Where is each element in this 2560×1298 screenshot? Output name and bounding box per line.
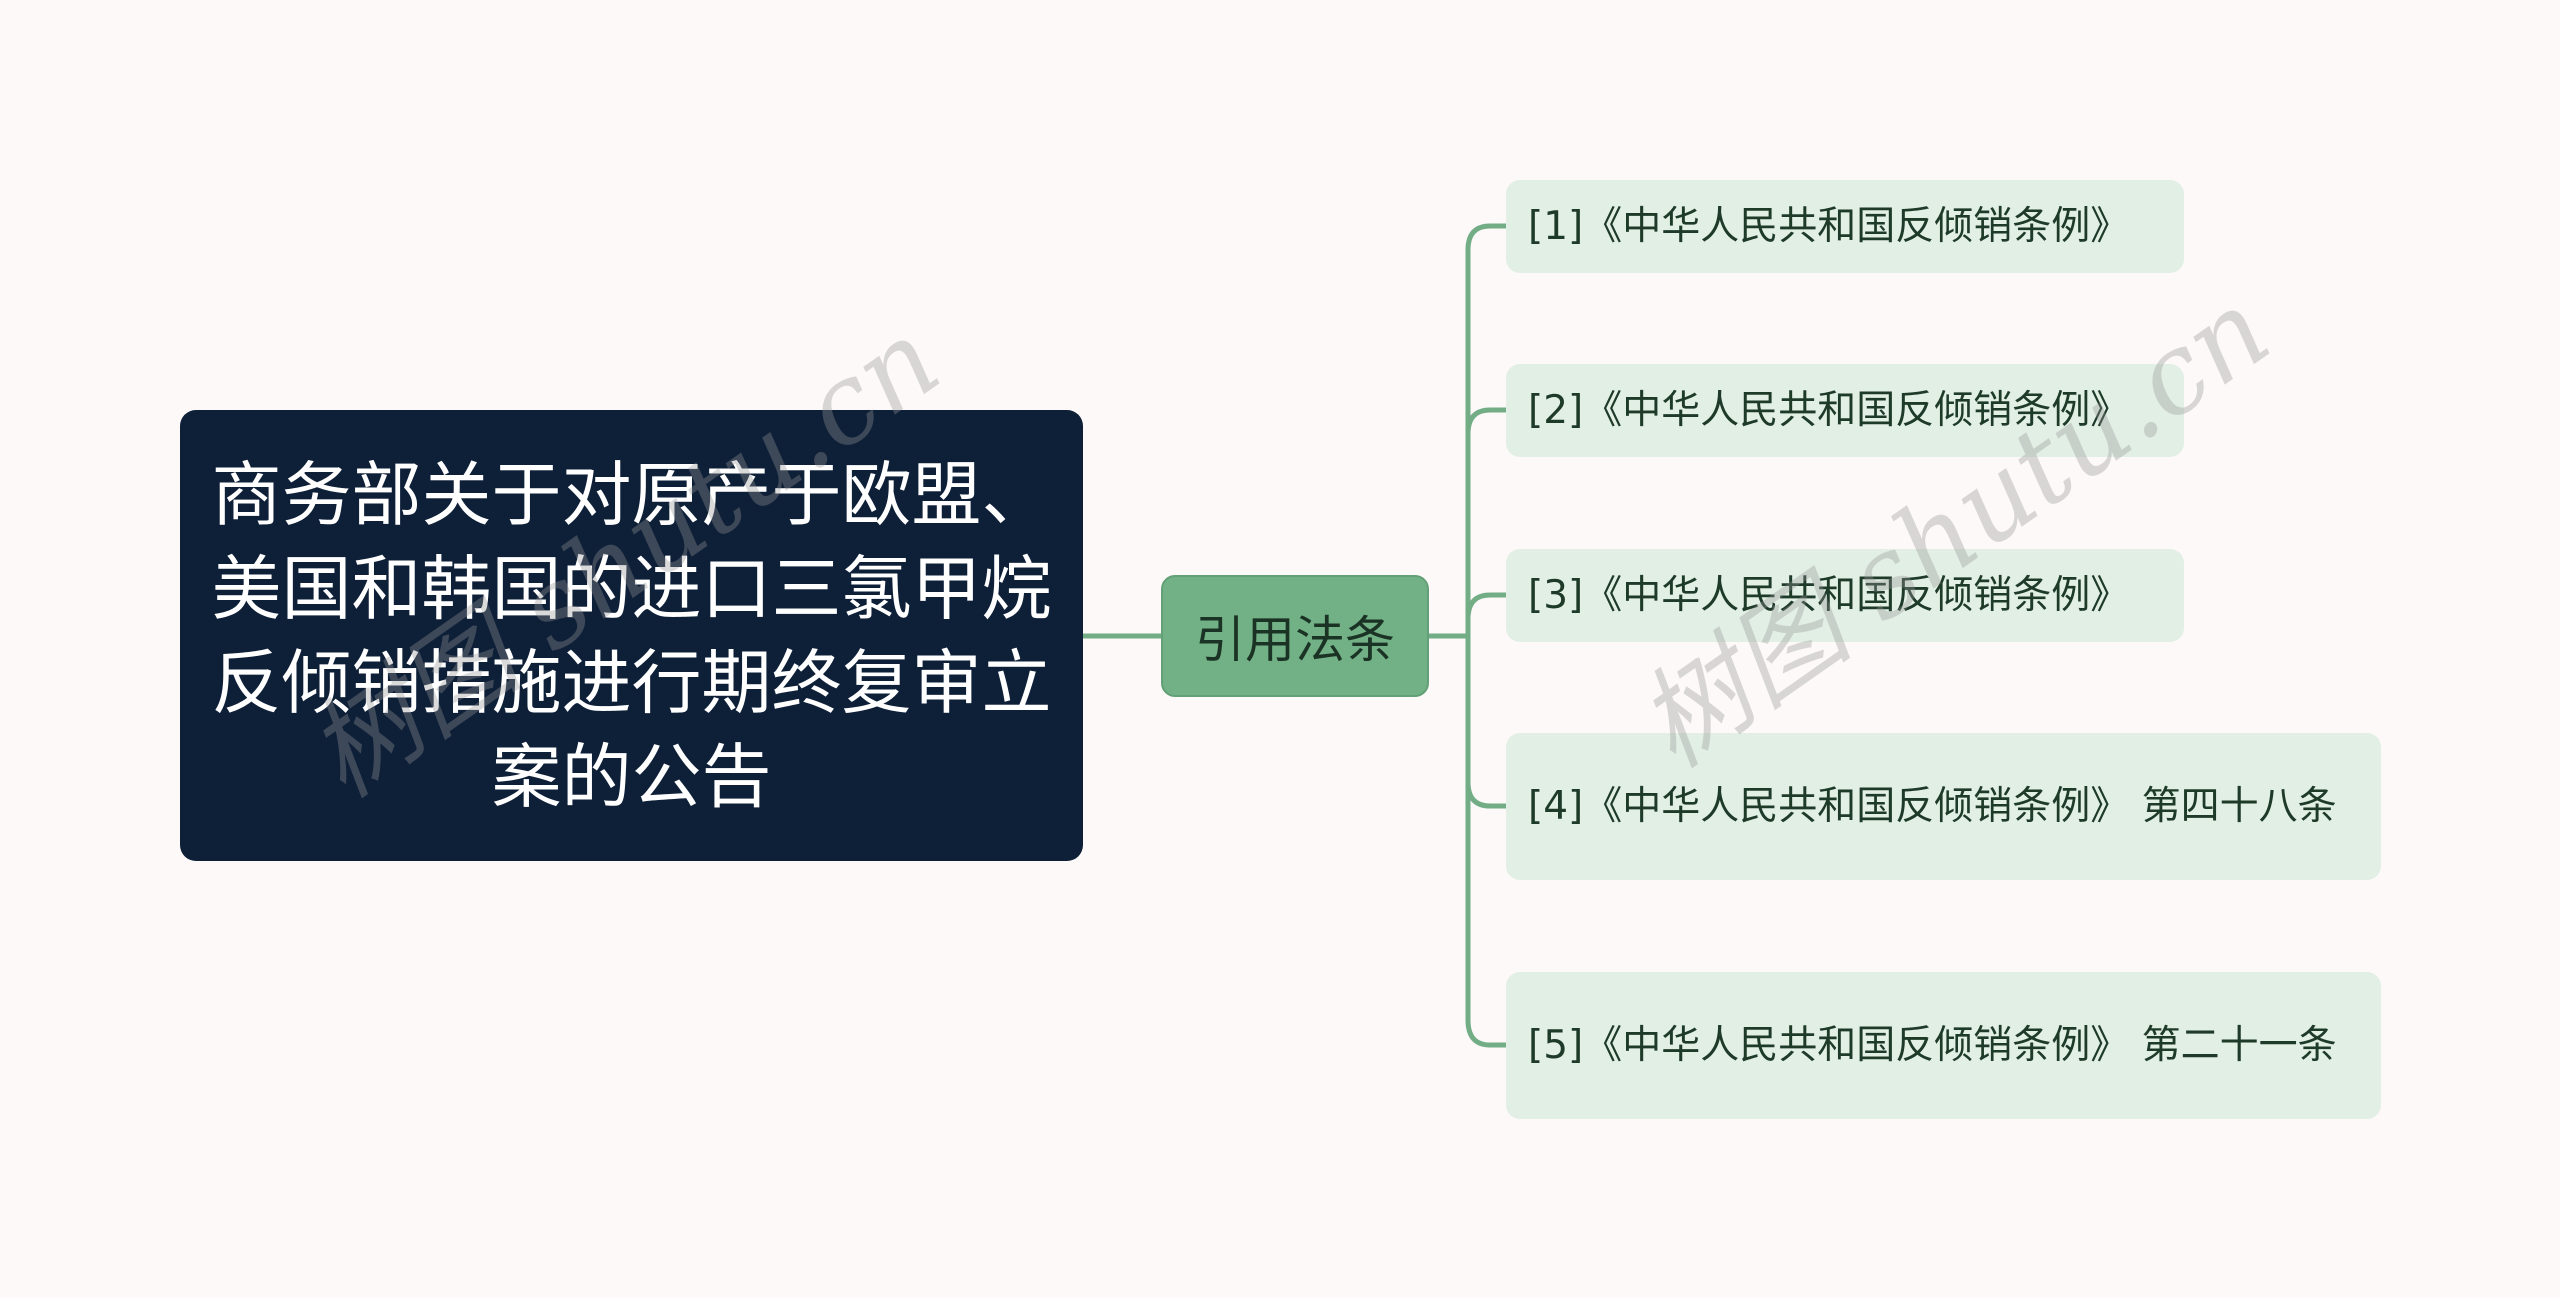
leaf-topic-5[interactable]: [5]《中华人民共和国反倾销条例》 第二十一条 xyxy=(1506,972,2381,1119)
leaf-text: [2]《中华人民共和国反倾销条例》 xyxy=(1528,387,2130,433)
trunk-line xyxy=(1465,223,1506,1048)
leaf-4-line xyxy=(1465,781,1506,809)
leaf-topic-2[interactable]: [2]《中华人民共和国反倾销条例》 xyxy=(1506,364,2184,457)
leaf-2-line xyxy=(1465,407,1506,435)
leaf-text: [3]《中华人民共和国反倾销条例》 xyxy=(1528,572,2130,618)
leaf-topic-4[interactable]: [4]《中华人民共和国反倾销条例》 第四十八条 xyxy=(1506,733,2381,880)
leaf-topic-3[interactable]: [3]《中华人民共和国反倾销条例》 xyxy=(1506,549,2184,642)
leaf-3-line xyxy=(1465,592,1506,620)
root-topic[interactable]: 商务部关于对原产于欧盟、美国和韩国的进口三氯甲烷反倾销措施进行期终复审立案的公告 xyxy=(180,410,1083,861)
root-topic-text: 商务部关于对原产于欧盟、美国和韩国的进口三氯甲烷反倾销措施进行期终复审立案的公告 xyxy=(211,453,1052,818)
leaf-text: [1]《中华人民共和国反倾销条例》 xyxy=(1528,203,2130,249)
leaf-topic-1[interactable]: [1]《中华人民共和国反倾销条例》 xyxy=(1506,180,2184,273)
branch-topic[interactable]: 引用法条 xyxy=(1161,575,1429,697)
branch-topic-text: 引用法条 xyxy=(1195,611,1395,669)
leaf-text: [5]《中华人民共和国反倾销条例》 第二十一条 xyxy=(1528,1022,2337,1068)
leaf-text: [4]《中华人民共和国反倾销条例》 第四十八条 xyxy=(1528,783,2337,829)
